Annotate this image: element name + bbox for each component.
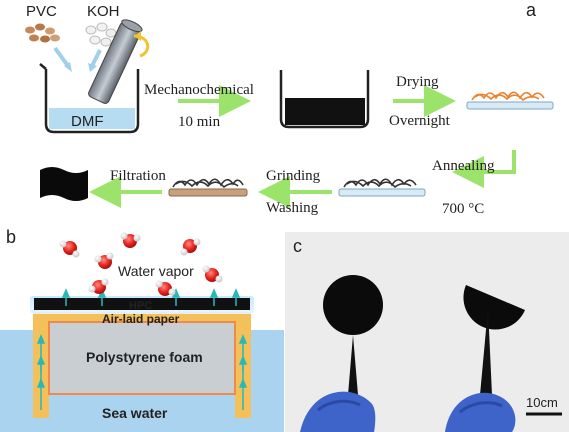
panel-b-letter: b <box>6 227 16 247</box>
step1-label: Mechanochemical <box>144 82 254 98</box>
dish-annealed <box>338 178 426 197</box>
sea-water-label: Sea water <box>102 405 168 421</box>
panel-b: b Sea water Polystyrene foam HPC Air-lai… <box>0 227 284 432</box>
foam-label: Polystyrene foam <box>86 349 203 365</box>
koh-pellets <box>85 22 117 47</box>
water-molecules <box>59 232 223 296</box>
round-film-sample <box>323 275 383 395</box>
step4-label-grinding: Grinding <box>266 168 321 184</box>
hpc-layer <box>34 298 250 310</box>
step4-label-washing: Washing <box>266 200 319 216</box>
pvc-label: PVC <box>26 3 57 20</box>
panel-c-letter: c <box>293 236 302 256</box>
koh-label: KOH <box>87 3 120 20</box>
grinding-rod <box>88 19 143 104</box>
polystyrene-foam <box>48 321 236 395</box>
step5-label: Filtration <box>110 168 166 184</box>
vapor-label: Water vapor <box>118 263 194 279</box>
step1-time: 10 min <box>178 114 221 130</box>
panel-a: a PVC KOH DMF <box>25 0 554 217</box>
gloved-hand-right <box>445 392 516 432</box>
pvc-beads <box>25 23 60 43</box>
step3-label: Annealing <box>432 158 495 174</box>
half-film-sample <box>463 285 525 395</box>
gloved-hand-left <box>300 391 376 432</box>
beaker-mixing: DMF <box>39 63 140 134</box>
arrow-step3 <box>452 150 516 188</box>
arrow-down-left <box>53 46 70 68</box>
hpc-film <box>40 167 88 201</box>
step3-temp: 700 °C <box>442 201 484 217</box>
step2-label: Drying <box>396 74 439 90</box>
hpc-label: HPC <box>129 300 152 312</box>
beaker-slurry <box>279 70 370 129</box>
dish-ground <box>168 178 248 197</box>
scale-label: 10cm <box>526 395 558 410</box>
paper-label: Air-laid paper <box>102 312 180 326</box>
dish-dried-product <box>466 91 554 110</box>
panel-c: c 10cm <box>285 232 569 432</box>
step2-time: Overnight <box>389 113 451 129</box>
arrow-down-right <box>90 49 102 67</box>
panel-a-letter: a <box>526 0 537 20</box>
transport-arrows <box>36 288 248 410</box>
dmf-label: DMF <box>71 113 104 130</box>
